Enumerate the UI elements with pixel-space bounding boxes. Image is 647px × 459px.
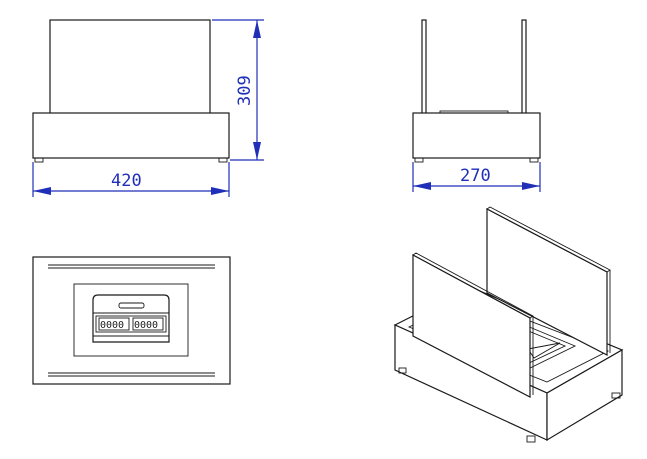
top-burner-housing bbox=[92, 294, 170, 343]
front-foot-right bbox=[218, 157, 228, 163]
display-left-readout: 0000 bbox=[100, 320, 124, 331]
top-burner-handle bbox=[118, 302, 145, 309]
iso-foot-right bbox=[611, 392, 621, 399]
arrowhead-right bbox=[522, 182, 540, 190]
depth-dimension-label: 270 bbox=[460, 166, 491, 186]
arrowhead-down bbox=[253, 142, 261, 160]
front-foot-left bbox=[34, 157, 44, 163]
side-glass-left bbox=[421, 19, 427, 116]
height-dimension-label: 309 bbox=[235, 75, 255, 106]
iso-base-side bbox=[546, 348, 623, 442]
side-foot-right bbox=[529, 157, 539, 163]
front-glass-panel bbox=[49, 19, 211, 116]
iso-burner-slot bbox=[527, 342, 561, 359]
top-burner-tray bbox=[73, 283, 189, 357]
height-dimension: 309 bbox=[212, 19, 264, 161]
side-view bbox=[412, 19, 541, 163]
side-foot-left bbox=[414, 157, 424, 163]
iso-foot-front bbox=[526, 435, 536, 443]
isometric-view bbox=[393, 206, 624, 443]
display-right-readout: 0000 bbox=[134, 320, 158, 331]
side-base-body bbox=[412, 112, 541, 159]
arrowhead-up bbox=[253, 20, 261, 38]
top-burner-display-frame bbox=[95, 315, 167, 333]
arrowhead-left bbox=[33, 187, 51, 195]
display-left-window bbox=[98, 317, 130, 331]
display-right-window bbox=[132, 317, 164, 331]
top-view: 0000 0000 bbox=[32, 256, 231, 385]
top-base-outline bbox=[32, 256, 231, 385]
arrowhead-left bbox=[413, 182, 431, 190]
front-base-body bbox=[32, 112, 230, 159]
front-view bbox=[32, 19, 230, 163]
width-dimension-label: 420 bbox=[111, 171, 142, 191]
side-glass-right bbox=[521, 19, 527, 116]
iso-foot-left bbox=[398, 367, 407, 374]
width-dimension: 420 bbox=[32, 162, 230, 197]
depth-dimension: 270 bbox=[412, 162, 541, 192]
side-burner-lip bbox=[439, 110, 509, 114]
arrowhead-right bbox=[211, 187, 229, 195]
